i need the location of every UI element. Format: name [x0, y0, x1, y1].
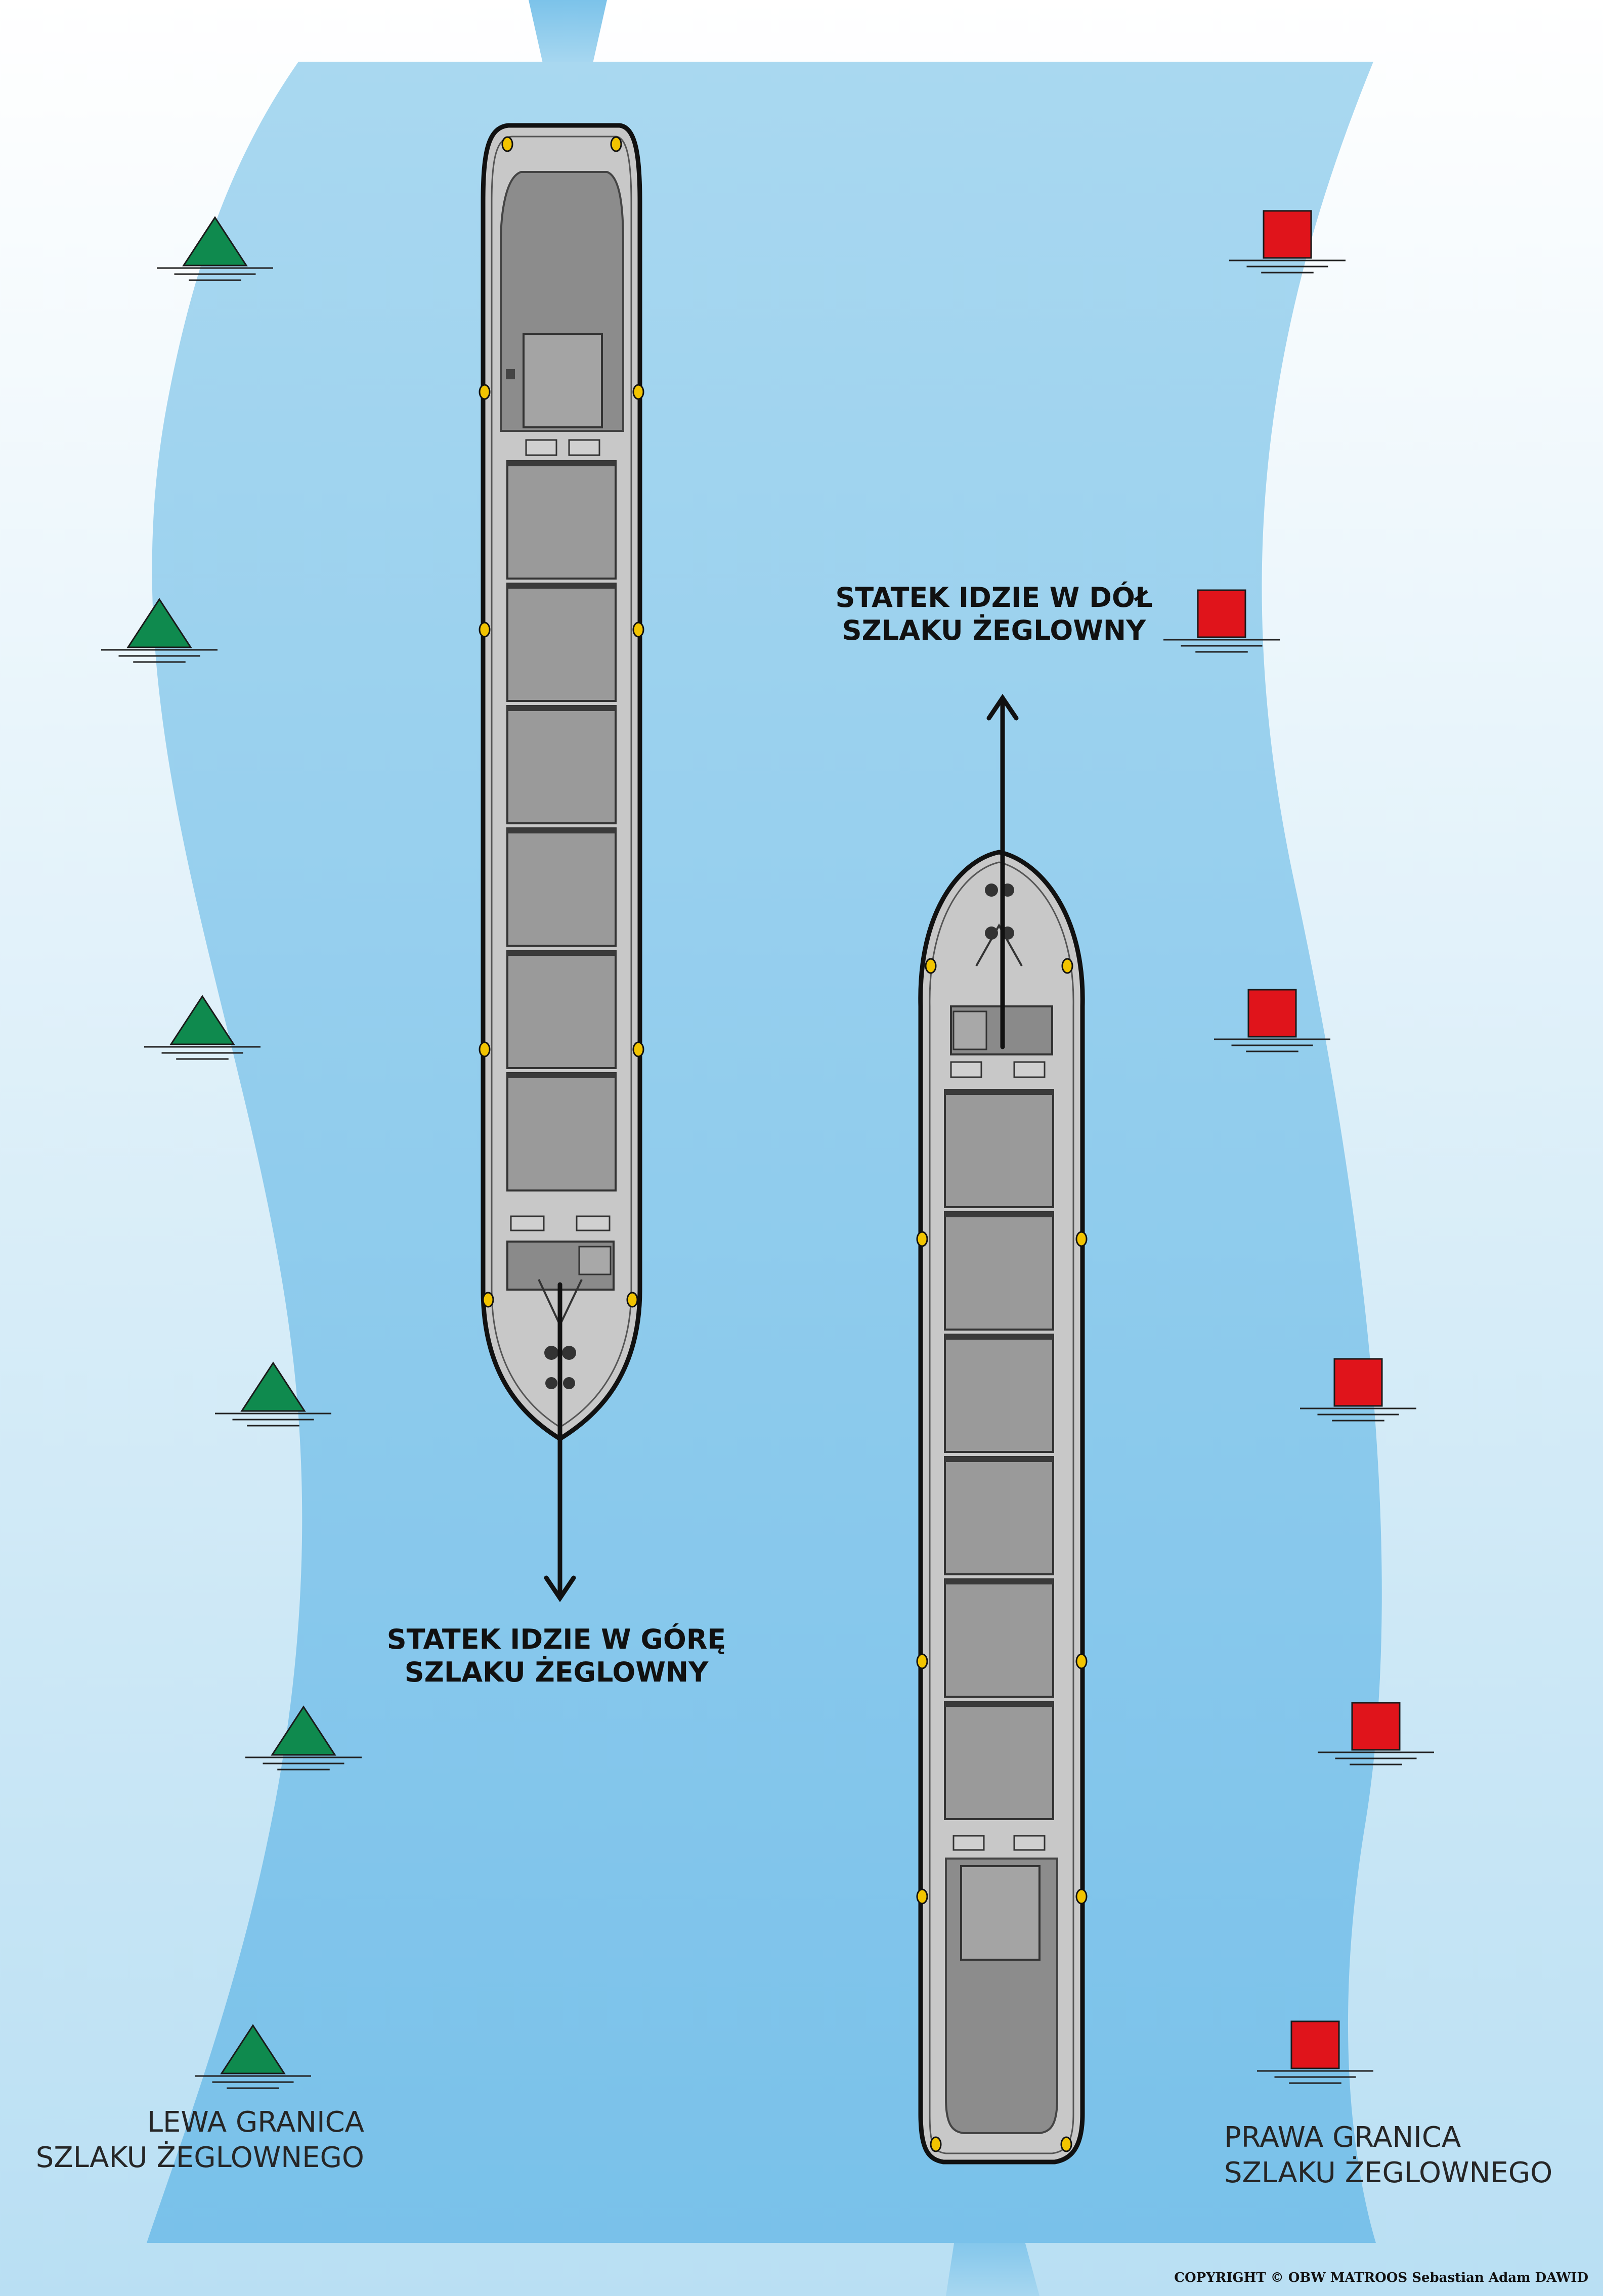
green-triangle-icon	[157, 216, 273, 281]
red-square-icon	[1163, 589, 1280, 653]
river	[147, 62, 1382, 2243]
cargo-hold	[944, 1456, 1054, 1575]
ship-up-label-line1: STATEK IDZIE W GÓRĘ	[387, 1623, 726, 1655]
ship-right	[916, 850, 1088, 2165]
cargo-hold	[506, 1072, 617, 1191]
green-triangle-icon	[101, 598, 218, 663]
cargo-hold	[944, 1089, 1054, 1208]
red-square-icon	[1300, 1358, 1416, 1422]
cargo-hold	[944, 1701, 1054, 1820]
ship-down-label-line2: SZLAKU ŻEGLOWNY	[842, 614, 1146, 646]
red-square-icon	[1214, 989, 1330, 1052]
green-triangle-icon	[144, 995, 261, 1060]
left-boundary-label-line1: LEWA GRANICA	[147, 2106, 364, 2139]
ship-down-label-line1: STATEK IDZIE W DÓŁ	[835, 582, 1152, 613]
cargo-hold	[506, 460, 617, 580]
red-square-icon	[1318, 1702, 1434, 1765]
copyright-text: COPYRIGHT © OBW MATROOS Sebastian Adam D…	[1174, 2270, 1588, 2285]
left-boundary-label-line2: SZLAKU ŻEGLOWNEGO	[36, 2141, 364, 2174]
green-triangle-icon	[195, 2024, 311, 2089]
red-square-icon	[1257, 2020, 1373, 2084]
right-boundary-label-line2: SZLAKU ŻEGLOWNEGO	[1224, 2156, 1552, 2189]
cargo-hold	[506, 583, 617, 702]
up-arrow-icon	[986, 693, 1019, 1049]
river-outlet-bottom	[946, 2230, 1039, 2296]
red-square-icon	[1229, 210, 1346, 274]
green-triangle-icon	[245, 1705, 362, 1771]
ship-left	[479, 123, 644, 1442]
right-boundary-buoys	[1163, 210, 1434, 2084]
cargo-hold	[944, 1211, 1054, 1331]
cargo-hold	[944, 1578, 1054, 1698]
cargo-hold	[506, 827, 617, 947]
right-boundary-label-line1: PRAWA GRANICA	[1224, 2121, 1461, 2154]
down-arrow-icon	[544, 1282, 576, 1603]
left-boundary-buoys	[101, 216, 362, 2089]
river-inlet-top	[529, 0, 607, 63]
cargo-hold	[506, 705, 617, 824]
ship-up-label-line2: SZLAKU ŻEGLOWNY	[405, 1656, 709, 1688]
cargo-hold	[506, 950, 617, 1069]
cargo-hold	[944, 1334, 1054, 1453]
green-triangle-icon	[215, 1361, 331, 1427]
